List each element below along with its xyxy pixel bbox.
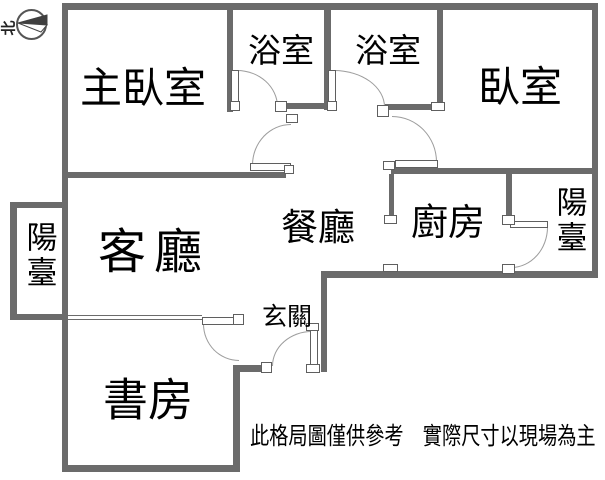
door-arc-entry <box>272 331 312 366</box>
jamb-entry-left <box>261 362 272 373</box>
wall-outer-right <box>592 3 598 278</box>
wall-balcony-left-bottom <box>10 314 62 320</box>
jamb-bathroom-2-hinge <box>327 101 337 111</box>
label-study: 書房 <box>102 373 194 427</box>
wall-balcony-left-outer <box>10 202 17 320</box>
cap-kitchen-right-end <box>502 215 515 225</box>
wall-kitchen-left <box>389 174 394 221</box>
wall-study-bottom <box>62 465 240 472</box>
door-leaf-entry <box>310 330 318 366</box>
label-bathroom-2: 浴室 <box>355 31 421 70</box>
wall-bath2-bottom <box>385 104 443 110</box>
door-arc-bathroom-2 <box>334 70 385 107</box>
label-master-bedroom: 主臥室 <box>79 63 207 113</box>
jamb-bathroom-1-hinge <box>230 101 240 111</box>
cap-kitchen-left-end <box>384 215 397 224</box>
wall-bath1-left <box>227 3 233 112</box>
wall-study-right <box>233 365 240 472</box>
wall-entry-stub <box>233 365 265 372</box>
jamb-dining-wall <box>383 161 395 170</box>
label-kitchen: 廚房 <box>411 201 485 244</box>
compass-needle-icon <box>17 14 49 33</box>
label-bathroom-1: 浴室 <box>248 31 314 70</box>
window-marker-bottom-wall <box>383 264 398 272</box>
door-arc-bedroom-hall <box>392 116 437 162</box>
door-arc-balcony-right <box>511 227 548 268</box>
label-balcony-left: 陽臺 <box>20 221 57 291</box>
cap-master-leaf-end <box>284 165 294 174</box>
wall-bath-middle <box>324 3 331 110</box>
wall-bath1-bottom <box>280 103 330 109</box>
jamb-bathroom-2 <box>377 105 389 117</box>
wall-wing-bottom <box>321 271 598 278</box>
north-label: 北 <box>0 20 18 36</box>
label-bedroom: 臥室 <box>477 62 563 112</box>
cap-entry-leaf-top <box>306 323 319 331</box>
door-arc-study <box>203 324 239 361</box>
wall-entry-right <box>321 278 327 372</box>
wall-dining-top <box>391 168 598 174</box>
disclaimer-text: 此格局圖僅供參考 實際尺寸以現場為主 <box>250 422 596 450</box>
jamb-bathroom-1 <box>275 101 287 112</box>
cap-bedroom-wall-end <box>431 102 445 111</box>
wall-living-top <box>68 172 286 178</box>
jamb-study-door <box>233 314 244 325</box>
wall-kitchen-right <box>506 174 512 221</box>
wall-outer-left <box>62 3 68 472</box>
label-living-room: 客廳 <box>97 224 211 280</box>
door-arc-master-suite <box>252 124 291 165</box>
door-leaf-balcony-right <box>510 221 548 228</box>
wall-balcony-left-top <box>10 202 62 208</box>
door-arc-bathroom-1 <box>237 70 278 107</box>
label-dining-room: 餐廳 <box>281 206 355 249</box>
wall-living-bottom-thin <box>68 315 202 320</box>
cap-entry-leaf-bottom <box>306 364 320 373</box>
label-entry: 玄關 <box>261 302 313 331</box>
wall-bedroom-left <box>437 3 443 111</box>
door-leaf-bedroom-hall <box>395 160 438 168</box>
label-balcony-right: 陽臺 <box>550 186 587 256</box>
cap-balcony-door-bottom <box>502 264 515 274</box>
jamb-master-suite-top <box>286 114 298 123</box>
